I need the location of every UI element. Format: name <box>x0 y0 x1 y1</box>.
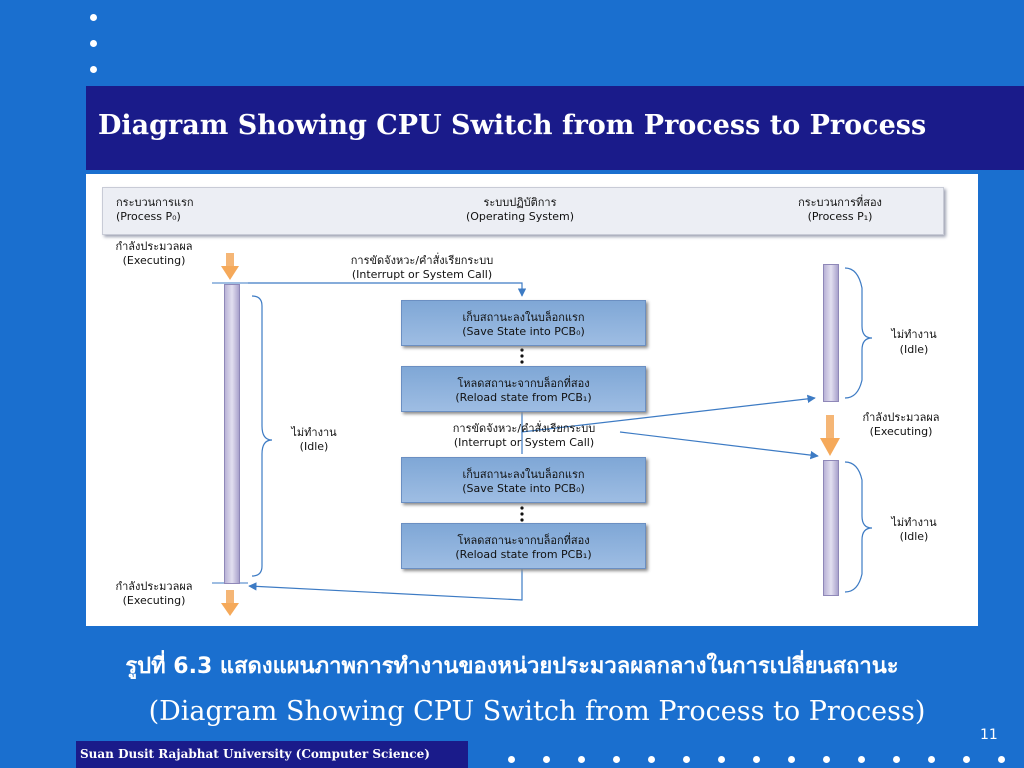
decor-dot <box>893 756 900 763</box>
decor-dot <box>998 756 1005 763</box>
reload-state-thai: โหลดสถานะจากบล็อกที่สอง <box>457 377 590 390</box>
p1-idle-thai-top: ไม่ทำงาน <box>891 328 937 341</box>
header-center-en: (Operating System) <box>465 210 575 223</box>
decor-dot <box>683 756 690 763</box>
p1-idle-en-top: (Idle) <box>899 343 929 356</box>
decor-dot <box>90 40 97 47</box>
p0-executing-thai: กำลังประมวลผล <box>115 240 193 253</box>
save-state-thai: เก็บสถานะลงในบล็อกแรก <box>462 311 585 324</box>
p1-executing-thai: กำลังประมวลผล <box>862 411 940 424</box>
decor-dot <box>90 14 97 21</box>
process-p1-timeline-idle-bottom <box>823 460 839 596</box>
page-number: 11 <box>980 727 998 743</box>
p1-executing-en: (Executing) <box>869 425 933 438</box>
caption-thai: รูปที่ 6.3 แสดงแผนภาพการทำงานของหน่วยประ… <box>125 654 899 679</box>
header-right-en: (Process P₁) <box>807 210 873 223</box>
p0-executing-thai-2: กำลังประมวลผล <box>115 580 193 593</box>
p1-idle-thai-bottom: ไม่ทำงาน <box>891 516 937 529</box>
caption-english: (Diagram Showing CPU Switch from Process… <box>148 696 926 727</box>
p0-executing-en-2: (Executing) <box>122 594 186 607</box>
reload-state-en: (Reload state from PCB₁) <box>455 391 592 404</box>
p0-idle-en: (Idle) <box>299 440 329 453</box>
interrupt-label-en-2: (Interrupt or System Call) <box>453 436 595 449</box>
decor-dot <box>718 756 725 763</box>
header-right-thai: กระบวนการที่สอง <box>798 196 882 209</box>
decor-dot <box>963 756 970 763</box>
reload-state-box-2: โหลดสถานะจากบล็อกที่สอง (Reload state fr… <box>401 523 646 569</box>
decor-dot <box>508 756 515 763</box>
title-bar: Diagram Showing CPU Switch from Process … <box>86 86 1024 170</box>
process-p1-timeline-idle-top <box>823 264 839 402</box>
header-center-thai: ระบบปฏิบัติการ <box>483 196 557 209</box>
p0-executing-en: (Executing) <box>122 254 186 267</box>
decor-dot <box>753 756 760 763</box>
save-state-thai: เก็บสถานะลงในบล็อกแรก <box>462 468 585 481</box>
reload-state-thai: โหลดสถานะจากบล็อกที่สอง <box>457 534 590 547</box>
p1-idle-en-bottom: (Idle) <box>899 530 929 543</box>
footer-bar: Suan Dusit Rajabhat University (Computer… <box>76 741 468 768</box>
header-left-en: (Process P₀) <box>116 210 181 223</box>
decor-dot <box>858 756 865 763</box>
p0-idle-thai: ไม่ทำงาน <box>291 426 337 439</box>
process-p0-timeline <box>224 284 240 584</box>
decor-dot <box>90 66 97 73</box>
interrupt-label-thai-2: การขัดจังหวะ/คำสั่งเรียกระบบ <box>452 422 596 435</box>
save-state-box-2: เก็บสถานะลงในบล็อกแรก (Save State into P… <box>401 457 646 503</box>
reload-state-box-1: โหลดสถานะจากบล็อกที่สอง (Reload state fr… <box>401 366 646 412</box>
save-state-en: (Save State into PCB₀) <box>462 482 585 495</box>
decor-dot <box>613 756 620 763</box>
decor-dot <box>578 756 585 763</box>
slide-title: Diagram Showing CPU Switch from Process … <box>98 110 927 141</box>
header-left-thai: กระบวนการแรก <box>116 196 194 209</box>
decor-dot <box>543 756 550 763</box>
save-state-box-1: เก็บสถานะลงในบล็อกแรก (Save State into P… <box>401 300 646 346</box>
decor-dot <box>823 756 830 763</box>
decor-dot <box>788 756 795 763</box>
interrupt-label-thai-1: การขัดจังหวะ/คำสั่งเรียกระบบ <box>350 254 494 267</box>
save-state-en: (Save State into PCB₀) <box>462 325 585 338</box>
diagram-header <box>102 187 944 235</box>
decor-dot <box>648 756 655 763</box>
interrupt-label-en-1: (Interrupt or System Call) <box>351 268 493 281</box>
decor-dot <box>928 756 935 763</box>
reload-state-en: (Reload state from PCB₁) <box>455 548 592 561</box>
